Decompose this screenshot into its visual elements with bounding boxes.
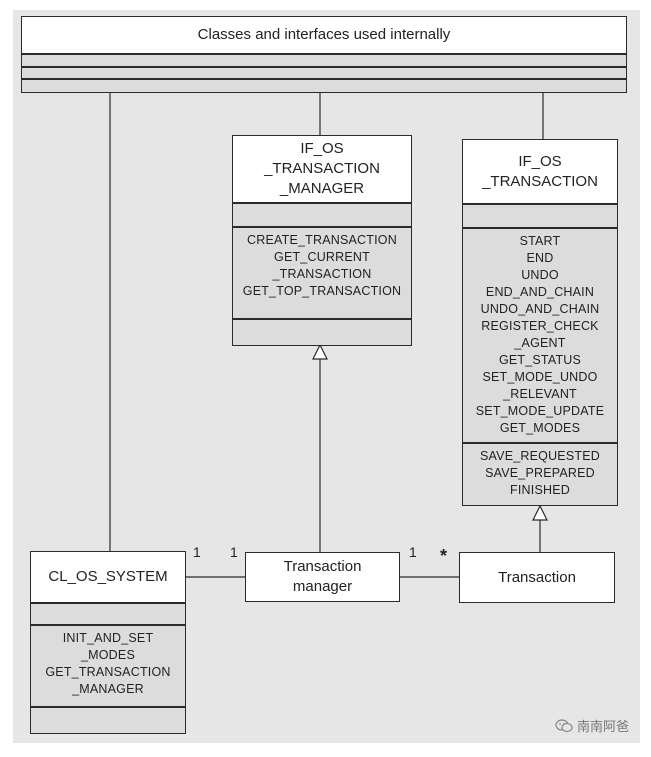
operation: GET_CURRENT xyxy=(274,250,370,264)
cl-os-system-operations: INIT_AND_SET _MODES GET_TRANSACTION _MAN… xyxy=(31,626,185,708)
title-line: IF_OS xyxy=(518,152,562,170)
operation: SET_MODE_UNDO xyxy=(482,370,598,384)
if-os-transaction-manager-box: IF_OS _TRANSACTION _MANAGER CREATE_TRANS… xyxy=(232,135,412,346)
operation: _TRANSACTION xyxy=(272,267,372,281)
transaction-box: Transaction xyxy=(459,552,615,603)
title-line: IF_OS xyxy=(300,140,344,157)
if-os-transaction-title: IF_OS _TRANSACTION xyxy=(463,140,617,205)
watermark-text: 南南阿爸 xyxy=(576,719,629,734)
title-line: _TRANSACTION xyxy=(482,172,598,190)
inheritance-arrow-manager xyxy=(312,343,328,360)
event: FINISHED xyxy=(510,483,570,497)
wechat-icon xyxy=(555,718,573,732)
multiplicity-manager-right: 1 xyxy=(409,544,417,560)
multiplicity-system-side: 1 xyxy=(193,544,201,560)
operation: GET_TOP_TRANSACTION xyxy=(242,284,402,298)
if-os-transaction-manager-events xyxy=(233,320,411,345)
title-line: _TRANSACTION xyxy=(264,160,380,177)
if-os-transaction-manager-attributes xyxy=(233,204,411,228)
internal-classes-section-3 xyxy=(22,80,626,92)
if-os-transaction-events: SAVE_REQUESTED SAVE_PREPARED FINISHED xyxy=(463,444,617,505)
inheritance-arrow-transaction xyxy=(532,504,548,521)
transaction-manager-label: Transaction xyxy=(283,558,362,575)
operation: UNDO_AND_CHAIN xyxy=(480,302,600,316)
internal-classes-box: Classes and interfaces used internally xyxy=(21,16,627,93)
if-os-transaction-attributes xyxy=(463,205,617,229)
transaction-manager-label: manager xyxy=(292,578,353,595)
if-os-transaction-manager-title: IF_OS _TRANSACTION _MANAGER xyxy=(233,136,411,204)
if-os-transaction-operations: START END UNDO END_AND_CHAIN UNDO_AND_CH… xyxy=(463,229,617,444)
if-os-transaction-manager-operations: CREATE_TRANSACTION GET_CURRENT _TRANSACT… xyxy=(233,228,411,320)
if-os-transaction-box: IF_OS _TRANSACTION START END UNDO END_AN… xyxy=(462,139,618,506)
operation: _RELEVANT xyxy=(503,387,577,401)
transaction-label: Transaction xyxy=(498,568,576,586)
transaction-manager-box: Transaction manager xyxy=(245,552,400,602)
operation: GET_TRANSACTION xyxy=(45,665,171,679)
multiplicity-manager-left: 1 xyxy=(230,544,238,560)
operation: INIT_AND_SET xyxy=(62,631,154,645)
internal-classes-section-1 xyxy=(22,55,626,68)
operation: START xyxy=(519,234,561,248)
cl-os-system-box: CL_OS_SYSTEM INIT_AND_SET _MODES GET_TRA… xyxy=(30,551,186,734)
event: SAVE_REQUESTED xyxy=(480,449,600,463)
operation: UNDO xyxy=(521,268,559,282)
operation: _AGENT xyxy=(514,336,566,350)
internal-classes-title: Classes and interfaces used internally xyxy=(22,17,626,55)
operation: END xyxy=(526,251,554,265)
operation: SET_MODE_UPDATE xyxy=(475,404,605,418)
cl-os-system-title: CL_OS_SYSTEM xyxy=(31,552,185,604)
operation: CREATE_TRANSACTION xyxy=(247,233,397,247)
watermark: 南南阿爸 xyxy=(555,716,629,735)
event: SAVE_PREPARED xyxy=(485,466,595,480)
multiplicity-transaction-side: * xyxy=(440,546,448,566)
internal-classes-section-2 xyxy=(22,68,626,80)
cl-os-system-attributes xyxy=(31,604,185,626)
operation: _MANAGER xyxy=(72,682,144,696)
operation: GET_MODES xyxy=(499,421,581,435)
operation: REGISTER_CHECK xyxy=(481,319,599,333)
operation: _MODES xyxy=(81,648,135,662)
title-line: _MANAGER xyxy=(279,180,365,197)
cl-os-system-events xyxy=(31,708,185,733)
operation: END_AND_CHAIN xyxy=(485,285,595,299)
operation: GET_STATUS xyxy=(498,353,582,367)
